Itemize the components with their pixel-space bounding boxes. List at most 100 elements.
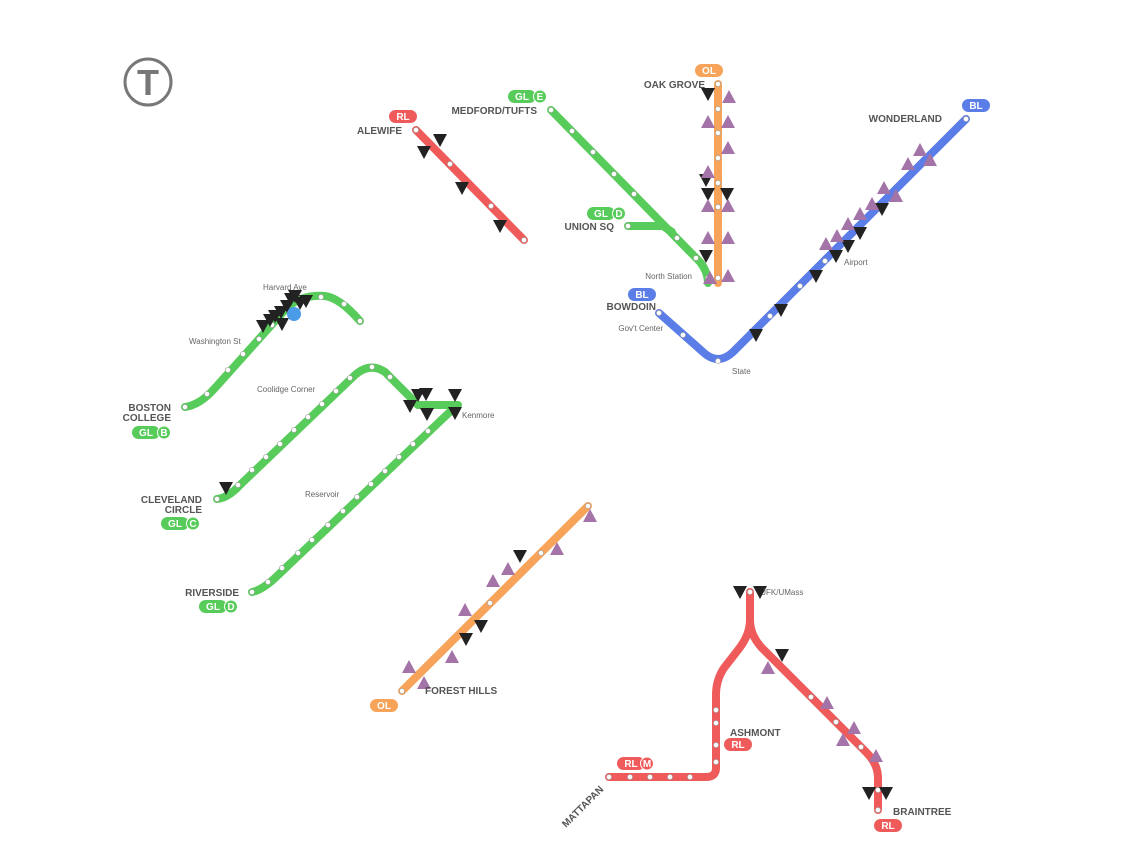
- station-stop[interactable]: [667, 774, 673, 780]
- station-stop[interactable]: [875, 807, 881, 813]
- station-stop[interactable]: [263, 454, 269, 460]
- train-inbound-marker[interactable]: [879, 787, 893, 800]
- train-outbound-marker[interactable]: [721, 199, 735, 212]
- train-inbound-marker[interactable]: [809, 270, 823, 283]
- station-stop[interactable]: [674, 235, 680, 241]
- station-stop[interactable]: [627, 774, 633, 780]
- train-outbound-marker[interactable]: [486, 574, 500, 587]
- train-outbound-marker[interactable]: [721, 115, 735, 128]
- train-outbound-marker[interactable]: [701, 231, 715, 244]
- station-stop[interactable]: [548, 107, 554, 113]
- station-stop[interactable]: [256, 336, 262, 342]
- station-stop[interactable]: [715, 155, 721, 161]
- station-north-station[interactable]: North Station: [645, 272, 692, 281]
- station-stop[interactable]: [687, 774, 693, 780]
- train-inbound-marker[interactable]: [513, 550, 527, 563]
- train-outbound-marker[interactable]: [458, 603, 472, 616]
- station-stop[interactable]: [606, 774, 612, 780]
- train-inbound-marker[interactable]: [701, 88, 715, 101]
- station-stop[interactable]: [369, 364, 375, 370]
- station-stop[interactable]: [410, 441, 416, 447]
- terminal-wonderland[interactable]: WONDERLAND: [869, 114, 942, 125]
- train-outbound-marker[interactable]: [913, 143, 927, 156]
- station-stop[interactable]: [341, 301, 347, 307]
- train-outbound-marker[interactable]: [721, 141, 735, 154]
- station-stop[interactable]: [625, 223, 631, 229]
- station-stop[interactable]: [214, 496, 220, 502]
- station-stop[interactable]: [340, 508, 346, 514]
- station-stop[interactable]: [715, 130, 721, 136]
- station-stop[interactable]: [319, 401, 325, 407]
- station-stop[interactable]: [715, 358, 721, 364]
- train-inbound-marker[interactable]: [219, 482, 233, 495]
- train-outbound-marker[interactable]: [847, 721, 861, 734]
- train-outbound-marker[interactable]: [417, 676, 431, 689]
- train-inbound-marker[interactable]: [875, 203, 889, 216]
- terminal-forest-hills[interactable]: FOREST HILLS: [425, 686, 498, 697]
- train-inbound-marker[interactable]: [288, 290, 302, 303]
- green-line-e-branch[interactable]: [547, 106, 712, 287]
- train-inbound-marker[interactable]: [841, 240, 855, 253]
- terminal-cleveland-circle-line2[interactable]: CIRCLE: [165, 505, 203, 516]
- train-inbound-marker[interactable]: [862, 787, 876, 800]
- train-outbound-marker[interactable]: [853, 207, 867, 220]
- train-inbound-marker[interactable]: [775, 649, 789, 662]
- station-stop[interactable]: [488, 203, 494, 209]
- train-inbound-marker[interactable]: [274, 306, 288, 319]
- station-stop[interactable]: [713, 707, 719, 713]
- terminal-union-sq[interactable]: UNION SQ: [565, 222, 615, 233]
- station-stop[interactable]: [225, 367, 231, 373]
- train-outbound-marker[interactable]: [721, 269, 735, 282]
- train-inbound-marker[interactable]: [433, 134, 447, 147]
- train-outbound-marker[interactable]: [836, 733, 850, 746]
- green-line-d-branch[interactable]: [248, 403, 459, 596]
- train-outbound-marker[interactable]: [761, 661, 775, 674]
- station-stop[interactable]: [318, 294, 324, 300]
- station-airport[interactable]: Airport: [844, 258, 868, 267]
- train-outbound-marker[interactable]: [830, 229, 844, 242]
- train-inbound-marker[interactable]: [299, 295, 313, 308]
- station-stop[interactable]: [747, 589, 753, 595]
- station-stop[interactable]: [715, 81, 721, 87]
- train-outbound-marker[interactable]: [923, 153, 937, 166]
- station-stop[interactable]: [521, 237, 527, 243]
- train-outbound-marker[interactable]: [445, 650, 459, 663]
- station-stop[interactable]: [585, 503, 591, 509]
- station-stop[interactable]: [858, 744, 864, 750]
- station-stop[interactable]: [833, 719, 839, 725]
- station-stop[interactable]: [767, 313, 773, 319]
- terminal-medford-tufts[interactable]: MEDFORD/TUFTS: [451, 106, 537, 117]
- station-stop[interactable]: [333, 388, 339, 394]
- train-outbound-marker[interactable]: [722, 90, 736, 103]
- train-outbound-marker[interactable]: [550, 542, 564, 555]
- terminal-riverside[interactable]: RIVERSIDE: [185, 588, 239, 599]
- green-line-c-branch[interactable]: [213, 363, 462, 503]
- station-stop[interactable]: [291, 427, 297, 433]
- terminal-braintree[interactable]: BRAINTREE: [893, 807, 952, 818]
- train-outbound-marker[interactable]: [583, 509, 597, 522]
- green-line-union-branch[interactable]: [624, 222, 676, 236]
- train-outbound-marker[interactable]: [701, 115, 715, 128]
- station-stop[interactable]: [715, 275, 721, 281]
- train-inbound-marker[interactable]: [733, 586, 747, 599]
- train-inbound-marker[interactable]: [493, 220, 507, 233]
- station-stop[interactable]: [590, 149, 596, 155]
- station-stop[interactable]: [875, 787, 881, 793]
- train-inbound-marker[interactable]: [419, 388, 433, 401]
- train-outbound-marker[interactable]: [889, 189, 903, 202]
- terminal-ashmont[interactable]: ASHMONT: [730, 728, 781, 739]
- train-outbound-marker[interactable]: [865, 197, 879, 210]
- station-stop[interactable]: [797, 283, 803, 289]
- station-stop[interactable]: [399, 688, 405, 694]
- station-stop[interactable]: [240, 351, 246, 357]
- station-stop[interactable]: [235, 482, 241, 488]
- station-stop[interactable]: [425, 428, 431, 434]
- train-inbound-marker[interactable]: [774, 304, 788, 317]
- station-stop[interactable]: [569, 128, 575, 134]
- station-stop[interactable]: [354, 494, 360, 500]
- station-stop[interactable]: [279, 565, 285, 571]
- station-stop[interactable]: [387, 374, 393, 380]
- station-stop[interactable]: [693, 255, 699, 261]
- train-inbound-marker[interactable]: [420, 408, 434, 421]
- train-outbound-marker[interactable]: [501, 562, 515, 575]
